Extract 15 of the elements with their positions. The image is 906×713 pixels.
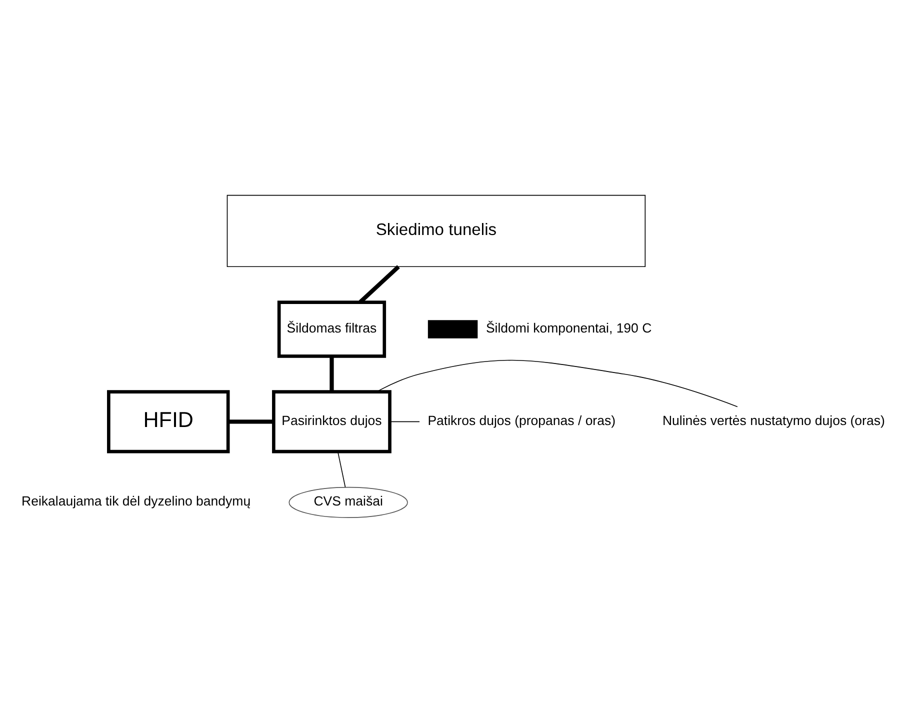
connector [358, 265, 400, 304]
label: Reikalaujama tik dėl dyzelino bandymų [22, 494, 251, 509]
connector [330, 356, 334, 392]
node-box: HFID [107, 390, 230, 454]
connector [337, 451, 346, 488]
connector [376, 360, 738, 408]
node-box: Pasirinktos dujos [272, 390, 392, 454]
node-ellipse: CVS maišai [288, 486, 408, 518]
node-box: Skiedimo tunelis [226, 194, 646, 268]
node-box: Šildomas filtras [277, 300, 386, 358]
connector [390, 421, 420, 422]
node-text: Patikros dujos (propanas / oras) [428, 412, 616, 428]
connector [228, 420, 274, 424]
node-text: Nulinės vertės nustatymo dujos (oras) [662, 412, 885, 428]
legend-label: Šildomi komponentai, 190 C [486, 320, 652, 336]
